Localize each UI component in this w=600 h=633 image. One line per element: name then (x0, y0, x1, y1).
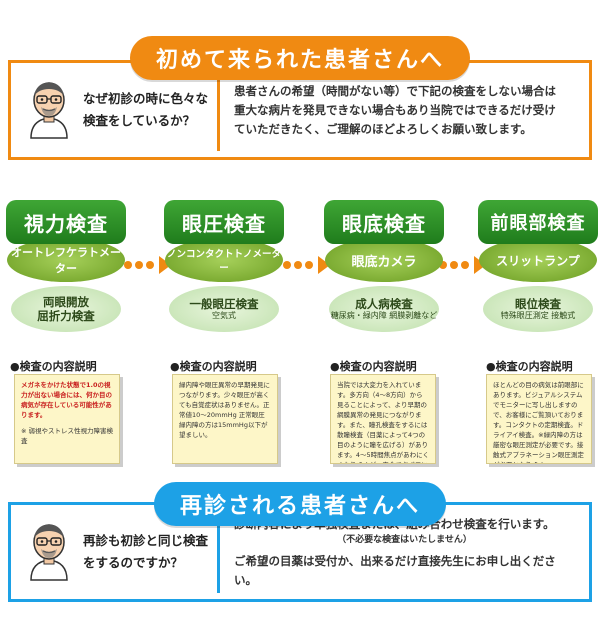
description-box: メガネをかけた状態で1.0の視力が出ない場合には、何か目の病気が存在している可能… (14, 374, 120, 464)
panel-divider (217, 511, 220, 593)
exam-column-vision: 視力検査 オートレフケラトメーター 両眼開放 屈折力検査 (6, 200, 126, 332)
exam-detail: 眼位検査 特殊眼圧測定 接触式 (483, 286, 593, 332)
exam-detail-line: 一般眼圧検査 (189, 297, 259, 311)
description-box: ほとんどの目の病気は前眼部にあります。ビジュアルシステムでモニターに写し出します… (486, 374, 592, 464)
revisit-question: 再診も初診と同じ検査 をするのですか？ (83, 530, 208, 574)
exam-title: 前眼部検査 (478, 200, 598, 244)
message-line: 患者さんの希望（時間がない等）で下記の検査をしない場合は (234, 83, 556, 98)
exam-column-pressure: 眼圧検査 ノンコンタクトトノメーター 一般眼圧検査 空気式 (164, 200, 284, 332)
question-line: 検査をしているか？ (83, 113, 196, 128)
question-line: 再診も初診と同じ検査 (83, 533, 209, 548)
description-heading: ●検査の内容説明 (170, 360, 257, 373)
description-text: 緑内障や眼圧異常の早期発見につながります。少々眼圧が高くても自覚症状はありません… (179, 381, 270, 439)
first-visit-banner: 初めて来られた患者さんへ (129, 36, 471, 80)
exam-detail-line: 両眼開放 (43, 295, 89, 309)
doctor-illustration-icon (25, 78, 73, 142)
flow-arrow-icon (124, 256, 171, 274)
exam-column-anterior: 前眼部検査 スリットランプ 眼位検査 特殊眼圧測定 接触式 (478, 200, 598, 332)
exam-device: ノンコンタクトトノメーター (165, 238, 283, 282)
first-visit-question: なぜ初診の時に色々な 検査をしているか？ (83, 88, 208, 132)
exam-detail-note: 特殊眼圧測定 接触式 (500, 311, 576, 320)
description-box: 緑内障や眼圧異常の早期発見につながります。少々眼圧が高くても自覚症状はありません… (172, 374, 278, 464)
doctor-illustration-icon (25, 520, 73, 584)
revisit-banner: 再診される患者さんへ (153, 482, 447, 526)
exam-device: オートレフケラトメーター (7, 238, 125, 282)
exam-detail: 一般眼圧検査 空気式 (169, 286, 279, 332)
exam-title: 眼底検査 (324, 200, 444, 244)
question-line: をするのですか？ (83, 555, 184, 570)
description-text: 当院では大変力を入れています。多方向（4～8方向）から見ることによって、より早期… (337, 381, 429, 463)
exam-detail: 成人病検査 糖尿病・緑内障 網膜剥離など (329, 286, 439, 332)
panel-divider (217, 69, 220, 151)
description-text: ※ 弱視やストレス性視力障害検査 (21, 427, 114, 445)
exam-detail-line: 眼位検査 (515, 297, 561, 311)
revisit-question-area: 再診も初診と同じ検査 をするのですか？ (11, 505, 217, 599)
exam-title: 視力検査 (6, 200, 126, 244)
exam-column-fundus: 眼底検査 眼底カメラ 成人病検査 糖尿病・緑内障 網膜剥離など (324, 200, 444, 332)
exam-detail-note: 糖尿病・緑内障 網膜剥離など (330, 311, 438, 320)
message-line: ご希望の目薬は受付か、出来るだけ直接先生にお申し出ください。 (234, 553, 556, 587)
description-heading: ●検査の内容説明 (486, 360, 573, 373)
message-note: （不必要な検査はいたしません） (337, 534, 472, 545)
description-highlight: メガネをかけた状態で1.0の視力が出ない場合には、何か目の病気が存在している可能… (21, 381, 112, 419)
exam-detail-line: 成人病検査 (355, 297, 413, 311)
description-heading: ●検査の内容説明 (10, 360, 97, 373)
exam-title: 眼圧検査 (164, 200, 284, 244)
exam-detail: 両眼開放 屈折力検査 (11, 286, 121, 332)
exam-detail-note: 空気式 (212, 311, 236, 320)
description-text: ほとんどの目の病気は前眼部にあります。ビジュアルシステムでモニターに写し出します… (493, 381, 584, 463)
message-line: ていただきたく、ご理解のほどよろしくお願い致します。 (234, 121, 532, 136)
exam-device: 眼底カメラ (325, 238, 443, 282)
exam-device: スリットランプ (479, 238, 597, 282)
description-box: 当院では大変力を入れています。多方向（4～8方向）から見ることによって、より早期… (330, 374, 436, 464)
first-visit-question-area: なぜ初診の時に色々な 検査をしているか？ (11, 63, 217, 157)
question-line: なぜ初診の時に色々な (83, 91, 209, 106)
description-heading: ●検査の内容説明 (330, 360, 417, 373)
first-visit-message: 患者さんの希望（時間がない等）で下記の検査をしない場合は 重大な病片を発見できな… (220, 63, 589, 157)
exam-detail-line: 屈折力検査 (37, 309, 95, 323)
flow-arrow-icon (283, 256, 330, 274)
message-line: 重大な病片を発見できない場合もあり当院ではできるだけ受け (234, 102, 556, 117)
